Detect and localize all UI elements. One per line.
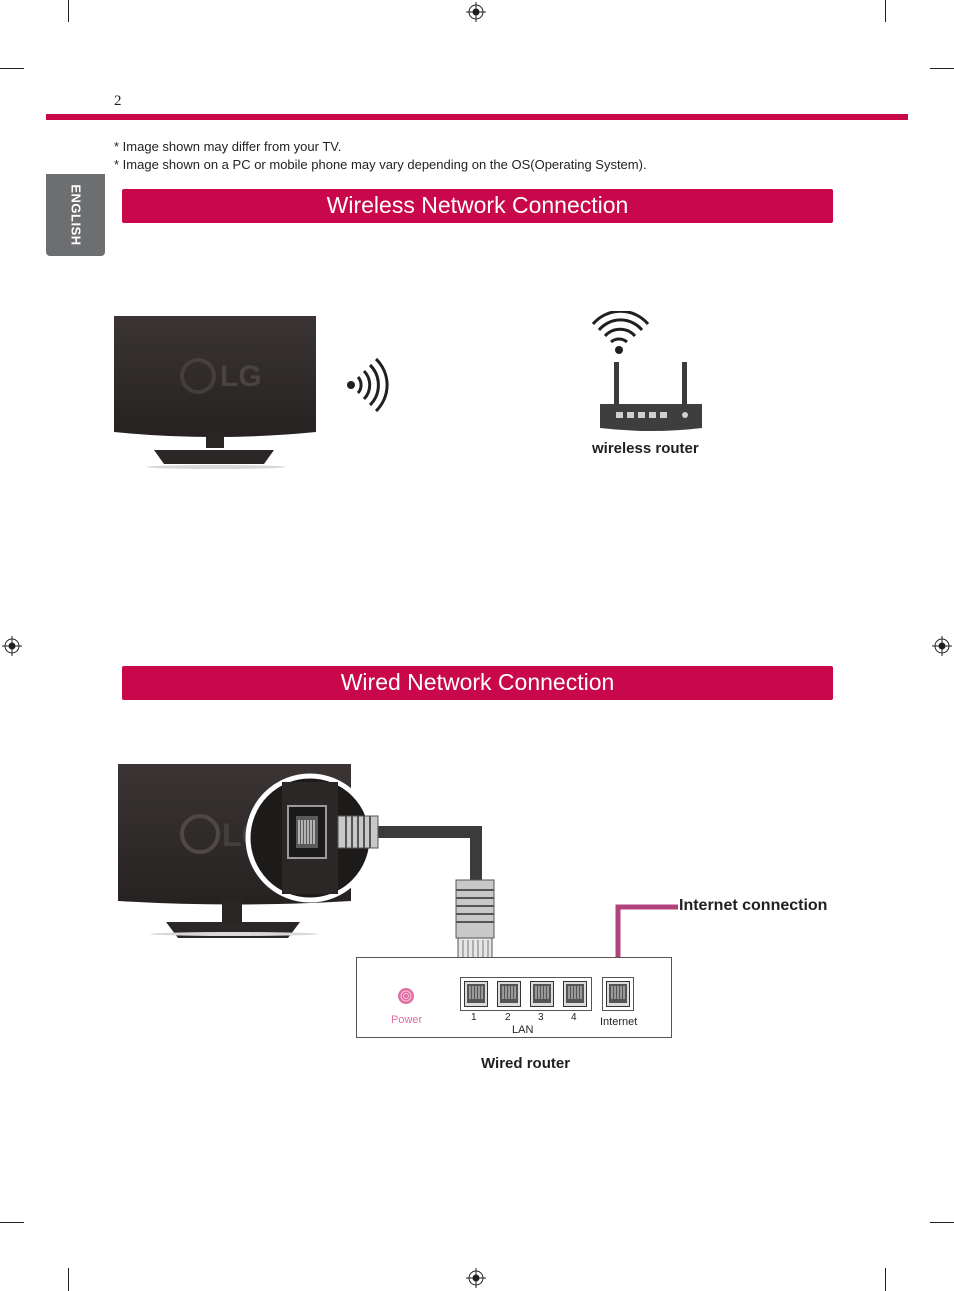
registration-mark-icon bbox=[466, 2, 486, 22]
registration-mark-icon bbox=[466, 1268, 486, 1288]
wired-section-title: Wired Network Connection bbox=[122, 666, 833, 700]
language-tab-label: ENGLISH bbox=[68, 184, 83, 246]
header-rule bbox=[46, 114, 908, 120]
ethernet-plug-icon bbox=[337, 815, 379, 849]
ethernet-port-icon bbox=[530, 981, 554, 1007]
internet-port-label: Internet bbox=[600, 1016, 638, 1028]
lan-port-number: 2 bbox=[505, 1012, 511, 1023]
ethernet-plug-icon bbox=[455, 879, 495, 969]
tv-illustration: LG bbox=[114, 316, 316, 469]
ethernet-port-icon bbox=[464, 981, 488, 1007]
lg-logo-icon bbox=[180, 358, 216, 394]
svg-text:LG: LG bbox=[220, 360, 262, 393]
notes: * Image shown may differ from your TV. *… bbox=[114, 138, 647, 174]
lan-port-number: 4 bbox=[571, 1012, 577, 1023]
wireless-section-title: Wireless Network Connection bbox=[122, 189, 833, 223]
wifi-signal-icon bbox=[347, 357, 389, 413]
ethernet-port-icon bbox=[606, 981, 630, 1007]
ethernet-port-icon bbox=[563, 981, 587, 1007]
wifi-signal-icon bbox=[591, 311, 650, 354]
language-tab: ENGLISH bbox=[46, 174, 105, 256]
registration-mark-icon bbox=[2, 636, 22, 656]
lan-label: LAN bbox=[512, 1024, 534, 1036]
wireless-router-label: wireless router bbox=[592, 440, 699, 457]
page-number: 2 bbox=[114, 93, 122, 109]
wireless-router-illustration bbox=[600, 362, 702, 431]
lan-port-number: 3 bbox=[538, 1012, 544, 1023]
registration-mark-icon bbox=[932, 636, 952, 656]
power-label: Power bbox=[391, 1014, 423, 1026]
wired-router-panel: Power 1 2 3 4 LAN Internet bbox=[356, 957, 672, 1038]
note-item: * Image shown on a PC or mobile phone ma… bbox=[114, 157, 647, 172]
power-icon bbox=[398, 988, 414, 1004]
lan-port-number: 1 bbox=[471, 1012, 477, 1023]
ethernet-port-icon bbox=[497, 981, 521, 1007]
note-item: * Image shown may differ from your TV. bbox=[114, 139, 342, 154]
wired-connection-illustration: LG bbox=[118, 764, 495, 969]
internet-connection-label: Internet connection bbox=[679, 897, 828, 914]
ethernet-port-icon bbox=[287, 805, 327, 859]
wired-router-label: Wired router bbox=[481, 1055, 571, 1072]
